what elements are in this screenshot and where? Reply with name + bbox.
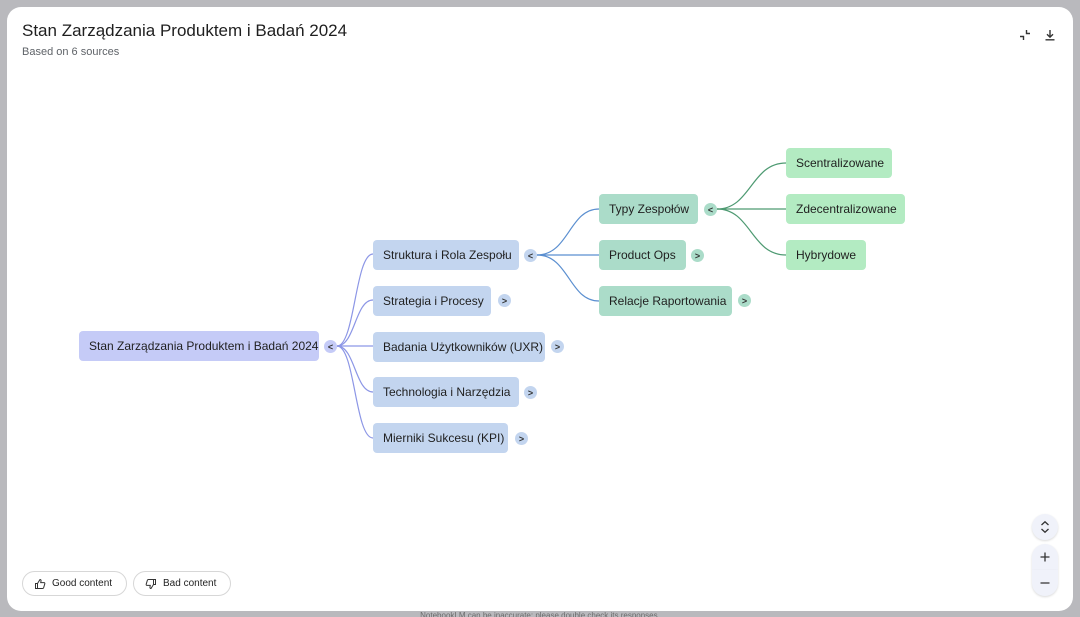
thumbs-up-icon [35, 578, 46, 589]
link-root-strategia [336, 299, 374, 347]
node-strategia[interactable]: Strategia i Procesy [373, 286, 491, 316]
node-product-ops[interactable]: Product Ops [599, 240, 686, 270]
typy-links [716, 162, 787, 256]
zoom-in-button[interactable] [1032, 544, 1058, 570]
toggle-typy-zespolow[interactable]: < [704, 203, 717, 216]
expand-vertical-icon [1041, 520, 1049, 534]
thumbs-down-icon [145, 578, 156, 589]
minus-icon [1040, 582, 1050, 584]
node-root[interactable]: Stan Zarządzania Produktem i Badań 2024 [79, 331, 319, 361]
disclaimer-footer: NotebookLM can be inaccurate; please dou… [420, 611, 660, 617]
toggle-mierniki[interactable]: > [515, 432, 528, 445]
link-root-technologia [336, 345, 374, 393]
node-zdecentralizowane[interactable]: Zdecentralizowane [786, 194, 905, 224]
toggle-strategia[interactable]: > [498, 294, 511, 307]
link-typy-hybrydowe [716, 208, 787, 256]
download-icon[interactable] [1041, 26, 1059, 44]
fit-view-button[interactable] [1032, 514, 1058, 540]
node-relacje[interactable]: Relacje Raportowania [599, 286, 732, 316]
node-typy-zespolow[interactable]: Typy Zespołów [599, 194, 698, 224]
plus-icon [1040, 552, 1050, 562]
node-mierniki[interactable]: Mierniki Sukcesu (KPI) [373, 423, 508, 453]
root-links [336, 253, 374, 439]
toggle-product-ops[interactable]: > [691, 249, 704, 262]
link-root-struktura [336, 253, 374, 347]
struktura-links [536, 208, 600, 302]
link-struktura-relacje [536, 254, 600, 302]
sources-count: Based on 6 sources [22, 46, 120, 58]
mind-map-links [336, 162, 787, 439]
node-hybrydowe[interactable]: Hybrydowe [786, 240, 866, 270]
mind-map-panel: Stan Zarządzania Produktem i Badań 2024 … [7, 7, 1073, 611]
toggle-relacje[interactable]: > [738, 294, 751, 307]
good-content-button[interactable]: Good content [22, 571, 128, 596]
link-typy-scentralizowane [716, 162, 787, 210]
toggle-badania[interactable]: > [551, 340, 564, 353]
page-title: Stan Zarządzania Produktem i Badań 2024 [22, 21, 348, 40]
collapse-icon[interactable] [1016, 26, 1034, 44]
node-struktura[interactable]: Struktura i Rola Zespołu [373, 240, 519, 270]
toggle-struktura[interactable]: < [524, 249, 537, 262]
good-content-label: Good content [52, 578, 113, 589]
node-scentralizowane[interactable]: Scentralizowane [786, 148, 892, 178]
zoom-out-button[interactable] [1032, 570, 1058, 596]
toggle-technologia[interactable]: > [524, 386, 537, 399]
link-struktura-typy [536, 208, 600, 256]
node-technologia[interactable]: Technologia i Narzędzia [373, 377, 519, 407]
node-badania[interactable]: Badania Użytkowników (UXR) [373, 332, 545, 362]
toggle-root[interactable]: < [324, 340, 337, 353]
link-root-mierniki [336, 345, 374, 439]
bad-content-label: Bad content [163, 578, 217, 589]
bad-content-button[interactable]: Bad content [133, 571, 232, 596]
